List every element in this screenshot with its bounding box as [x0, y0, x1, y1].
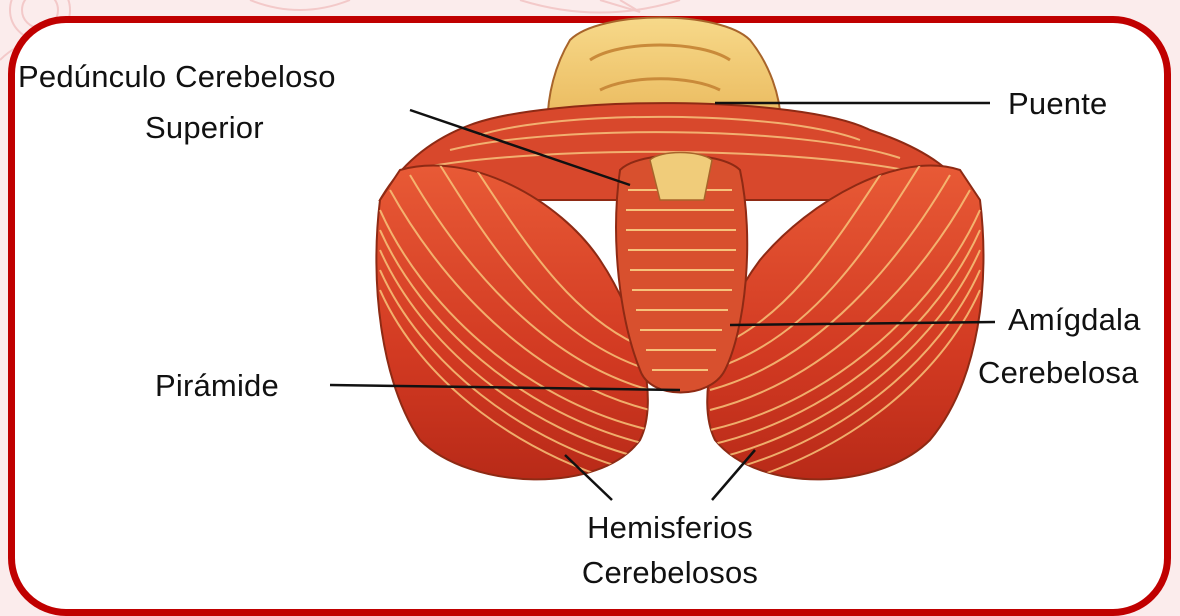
label-pons: Puente [1008, 86, 1107, 122]
label-hemispheres-line2: Cerebelosos [555, 555, 785, 591]
label-tonsil-line2: Cerebelosa [978, 355, 1139, 391]
left-hemisphere [376, 160, 650, 490]
label-hemispheres-line1: Hemisferios [555, 510, 785, 546]
vermis [616, 153, 747, 393]
label-superior-peduncle-line2: Superior [145, 110, 264, 146]
label-pyramid: Pirámide [155, 368, 279, 404]
label-superior-peduncle-line1: Pedúnculo Cerebeloso [18, 59, 336, 95]
label-tonsil-line1: Amígdala [1008, 302, 1141, 338]
